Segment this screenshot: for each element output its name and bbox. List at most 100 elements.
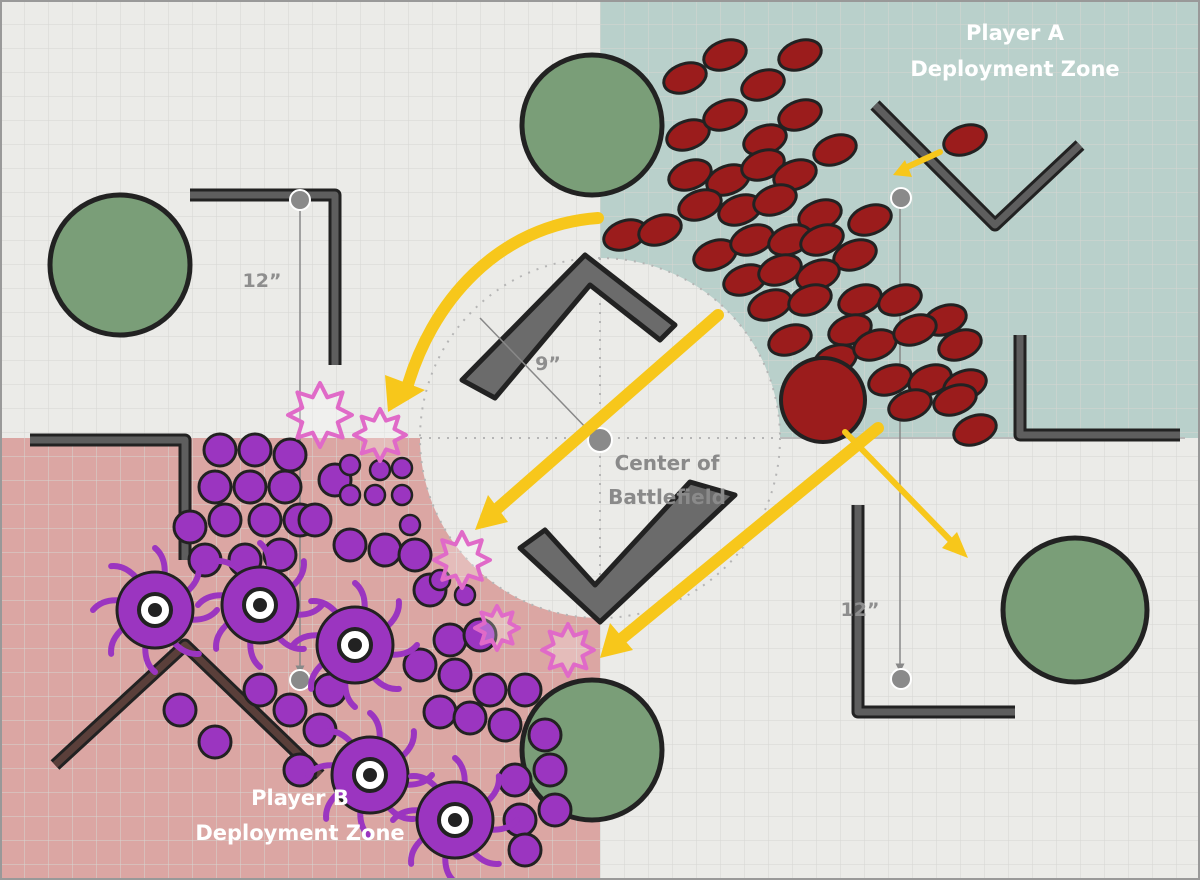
player-a-unit xyxy=(887,388,933,422)
player-b-unit xyxy=(452,700,488,736)
tree-icon xyxy=(519,52,665,198)
player-a-unit xyxy=(677,188,723,222)
player-b-unit xyxy=(487,707,523,743)
arrowhead xyxy=(600,623,633,658)
arrow xyxy=(614,422,884,646)
impact-markers xyxy=(286,381,596,678)
player-a-unit xyxy=(702,38,748,72)
impact-burst-icon xyxy=(352,407,408,463)
player-b-unit-small xyxy=(338,453,362,477)
center-label-2: Battlefield xyxy=(608,485,726,509)
skull-icon xyxy=(289,669,311,691)
charge-arrows xyxy=(399,149,958,646)
arrowhead xyxy=(893,160,912,177)
skull-icon xyxy=(890,187,912,209)
player-a-unit xyxy=(907,363,953,397)
player-b-unit xyxy=(197,469,233,505)
measurement-left: 12” xyxy=(243,270,282,292)
player-b-unit xyxy=(272,692,308,728)
ruin-south xyxy=(517,479,738,625)
player-a-unit xyxy=(812,133,858,167)
player-b-unit-small xyxy=(453,583,477,607)
player-b-label: Player B xyxy=(251,786,349,810)
player-b-unit-small xyxy=(390,456,414,480)
skull-icon xyxy=(890,668,912,690)
player-b-unit xyxy=(432,622,468,658)
arrow xyxy=(399,212,604,401)
player-b-unit-small xyxy=(338,483,362,507)
player-b-unit xyxy=(172,509,208,545)
player-a-unit xyxy=(757,253,803,287)
impact-burst-icon xyxy=(540,622,596,678)
player-b-unit xyxy=(402,647,438,683)
arrow xyxy=(842,429,958,548)
arrowhead xyxy=(475,495,508,530)
player-b-unit xyxy=(332,527,368,563)
player-a-unit xyxy=(787,283,833,317)
player-a-unit xyxy=(702,98,748,132)
ruin-north xyxy=(459,252,678,401)
player-a-unit xyxy=(937,328,983,362)
arrow xyxy=(484,309,724,521)
center-ruins xyxy=(459,252,738,625)
player-a-unit xyxy=(932,383,978,417)
player-b-unit xyxy=(497,762,533,798)
player-b-unit xyxy=(197,724,233,760)
player-a-unit xyxy=(867,363,913,397)
player-a-unit xyxy=(847,203,893,237)
impact-burst-icon xyxy=(432,530,492,590)
player-b-zone-label: Deployment Zone xyxy=(195,821,404,845)
player-a-unit xyxy=(892,313,938,347)
player-a-unit xyxy=(777,38,823,72)
player-b-unit xyxy=(207,502,243,538)
arrowhead xyxy=(385,375,425,412)
measurement-right: 12” xyxy=(841,599,880,621)
center-label: Center of xyxy=(615,451,720,475)
player-b-unit xyxy=(202,432,238,468)
player-b-unit xyxy=(232,469,268,505)
player-a-units xyxy=(602,38,998,447)
player-b-unit xyxy=(272,437,308,473)
player-a-unit xyxy=(799,223,845,257)
player-a-unit xyxy=(952,413,998,447)
player-b-unit xyxy=(507,832,543,868)
player-a-unit xyxy=(637,213,683,247)
player-b-unit xyxy=(537,792,573,828)
player-b-units xyxy=(90,432,573,880)
player-b-unit xyxy=(247,502,283,538)
player-b-unit xyxy=(237,432,273,468)
player-b-unit-small xyxy=(390,483,414,507)
player-a-unit xyxy=(662,61,708,95)
skull-icon xyxy=(289,189,311,211)
player-b-unit xyxy=(367,532,403,568)
player-b-unit-small xyxy=(398,513,422,537)
player-a-unit xyxy=(729,223,775,257)
player-a-unit xyxy=(740,68,786,102)
player-b-unit xyxy=(422,694,458,730)
player-a-unit xyxy=(837,283,883,317)
player-a-unit xyxy=(942,123,988,157)
player-b-unit xyxy=(507,672,543,708)
measurement-lines xyxy=(295,205,905,675)
player-a-unit xyxy=(667,158,713,192)
tree-icon xyxy=(1000,535,1150,685)
arrow xyxy=(902,149,943,171)
player-a-label: Player A xyxy=(966,21,1065,45)
player-b-unit xyxy=(267,469,303,505)
player-a-unit xyxy=(767,323,813,357)
player-b-unit xyxy=(397,537,433,573)
player-a-unit xyxy=(740,148,786,182)
monster-icon xyxy=(779,356,867,444)
impact-burst-icon xyxy=(286,381,354,449)
player-b-unit xyxy=(527,717,563,753)
labels: Player A Deployment Zone Player B Deploy… xyxy=(195,21,1119,845)
player-b-unit xyxy=(532,752,568,788)
player-b-unit xyxy=(472,672,508,708)
player-a-unit xyxy=(772,158,818,192)
tree-icon xyxy=(47,192,193,338)
player-a-zone-label: Deployment Zone xyxy=(910,57,1119,81)
skull-icon xyxy=(587,427,613,453)
player-a-unit xyxy=(777,98,823,132)
objective-markers xyxy=(289,187,912,691)
